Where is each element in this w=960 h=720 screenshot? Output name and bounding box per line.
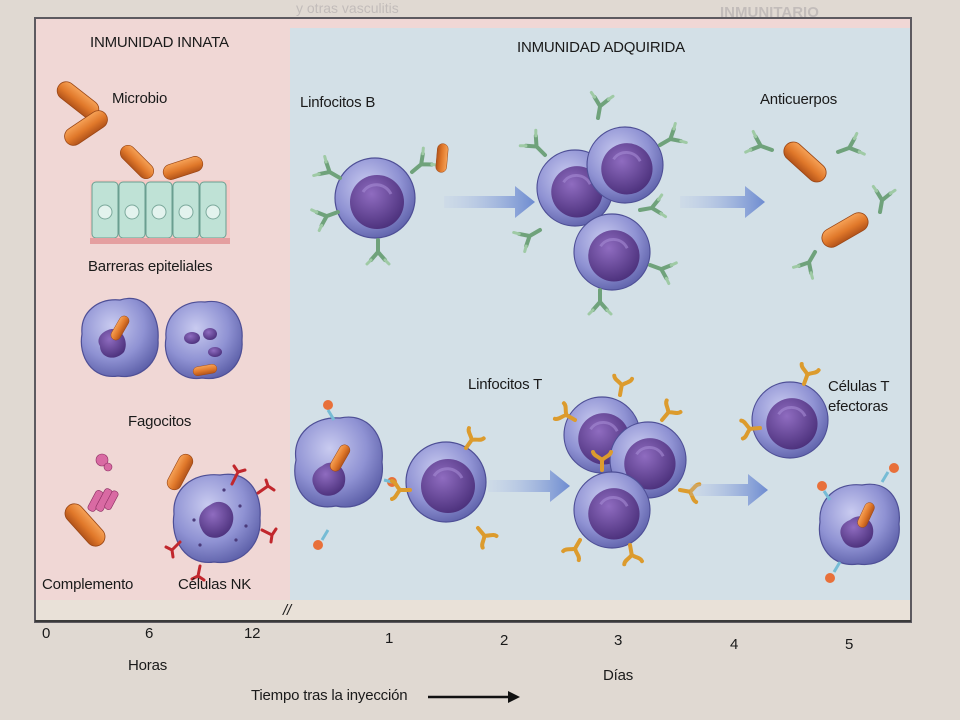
t-cells-label: Linfocitos T	[468, 376, 543, 393]
innate-header: INMUNIDAD INNATA	[90, 34, 229, 51]
epithelial-label: Barreras epiteliales	[88, 258, 213, 275]
phagocytes-label: Fagocitos	[128, 413, 192, 430]
tick-day-4: 4	[730, 636, 739, 653]
microbe-label: Microbio	[112, 90, 168, 107]
complement-icon	[60, 453, 119, 551]
tick-day-2: 2	[500, 632, 509, 649]
tick-day-5: 5	[845, 636, 854, 653]
effector-t-cell	[739, 362, 900, 583]
nk-label: Células NK	[178, 576, 252, 593]
adaptive-header: INMUNIDAD ADQUIRIDA	[517, 39, 685, 56]
antibodies-label: Anticuerpos	[760, 91, 838, 108]
progression-arrow-icon	[444, 186, 765, 218]
axis-break: //	[283, 602, 291, 619]
hours-label: Horas	[128, 657, 168, 674]
time-arrow-icon	[428, 691, 520, 703]
tick-hour-6: 6	[145, 625, 154, 642]
phagocyte-icon	[80, 297, 243, 380]
epithelial-cell-icon	[90, 141, 230, 244]
progression-arrow-icon	[488, 470, 768, 506]
days-label: Días	[603, 667, 634, 684]
complement-label: Complemento	[42, 576, 134, 593]
time-caption: Tiempo tras la inyección	[251, 687, 408, 704]
b-cells-label: Linfocitos B	[300, 94, 376, 111]
antigen-presenting-cell	[294, 400, 397, 550]
tick-day-1: 1	[385, 630, 394, 647]
nk-cell-icon	[164, 451, 278, 582]
effector-t-label-2: efectoras	[828, 398, 888, 415]
tick-hour-0: 0	[42, 625, 51, 642]
tick-hour-12: 12	[244, 625, 261, 642]
effector-t-label-1: Células T	[828, 378, 890, 395]
tick-day-3: 3	[614, 632, 623, 649]
